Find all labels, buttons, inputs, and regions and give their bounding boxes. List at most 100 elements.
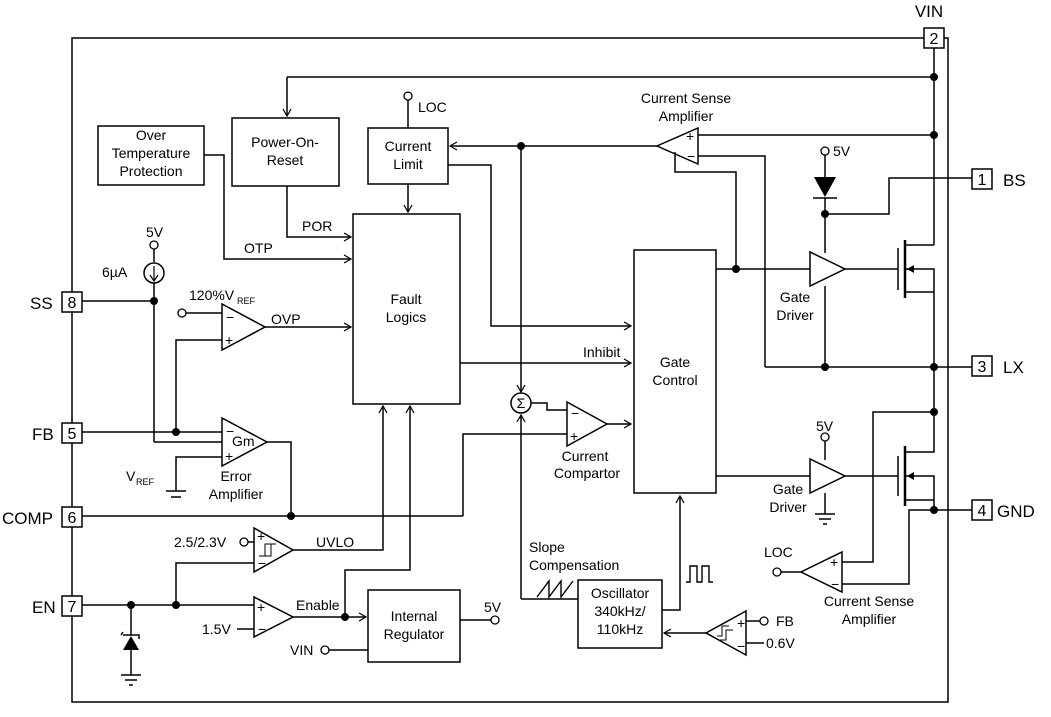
svg-text:Gate: Gate (773, 481, 804, 497)
fault-logics-block: Fault Logics (352, 213, 461, 405)
zener-diode (120, 605, 141, 686)
svg-text:−: − (831, 576, 839, 592)
ovp-comparator: − + 120%V REF OVP (175, 287, 351, 432)
svg-text:VIN: VIN (290, 642, 313, 658)
svg-text:6: 6 (68, 510, 77, 527)
svg-text:Amplifier: Amplifier (209, 486, 264, 502)
pin-en: 7 EN (32, 595, 83, 617)
svg-text:Temperature: Temperature (112, 145, 191, 161)
svg-text:5V: 5V (833, 143, 851, 159)
svg-text:POR: POR (302, 218, 332, 234)
svg-text:Internal: Internal (391, 608, 438, 624)
svg-text:5V: 5V (816, 418, 834, 434)
gate-driver-bottom: 5V Gate Driver (716, 418, 898, 525)
svg-text:Logics: Logics (386, 309, 426, 325)
over-temperature-protection-block: Over Temperature Protection (97, 125, 205, 186)
uvlo-comparator: + − 2.5/2.3V UVLO (174, 406, 383, 605)
svg-text:V: V (126, 468, 136, 484)
svg-text:Amplifier: Amplifier (842, 611, 897, 627)
oscillator-block: Oscillator 340kHz/ 110kHz (577, 496, 713, 649)
svg-text:OTP: OTP (244, 240, 273, 256)
bootstrap-diode: 5V (813, 143, 972, 253)
svg-text:+: + (225, 332, 233, 348)
svg-text:Over: Over (136, 127, 167, 143)
svg-text:1.5V: 1.5V (202, 621, 231, 637)
pin-bs: 1 BS (971, 168, 1026, 190)
svg-text:Slope: Slope (529, 539, 565, 555)
pin-lx: 3 LX (971, 355, 1024, 377)
svg-text:2: 2 (930, 31, 939, 48)
inhibit-wire: Inhibit (460, 344, 631, 363)
internal-regulator-block: Internal Regulator 5V VIN (290, 589, 502, 663)
svg-text:REF: REF (136, 477, 155, 487)
svg-text:6µA: 6µA (102, 264, 128, 280)
svg-text:−: − (258, 621, 266, 637)
svg-text:LOC: LOC (418, 99, 447, 115)
svg-text:1: 1 (978, 172, 987, 189)
svg-text:−: − (737, 638, 745, 654)
pin-comp: 6 COMP (2, 506, 83, 528)
slope-compensation: Slope Compensation (521, 539, 619, 600)
svg-text:+: + (257, 599, 265, 615)
svg-text:−: − (687, 148, 695, 164)
pin-ss: 8 SS (30, 291, 83, 313)
svg-text:Current: Current (562, 448, 609, 464)
svg-text:COMP: COMP (2, 509, 53, 528)
svg-text:GND: GND (997, 502, 1035, 521)
svg-text:SS: SS (30, 294, 53, 313)
svg-text:−: − (226, 423, 234, 439)
svg-text:Enable: Enable (296, 597, 340, 613)
svg-text:LX: LX (1003, 358, 1024, 377)
svg-text:+: + (257, 528, 265, 544)
summing-junction: Σ (510, 392, 567, 599)
svg-text:Power-On-: Power-On- (251, 134, 319, 150)
svg-text:REF: REF (237, 296, 256, 306)
svg-text:Control: Control (652, 372, 697, 388)
svg-text:+: + (737, 615, 745, 631)
svg-text:Current Sense: Current Sense (824, 593, 914, 609)
svg-text:2.5/2.3V: 2.5/2.3V (174, 534, 227, 550)
svg-text:Protection: Protection (119, 163, 182, 179)
svg-text:110kHz: 110kHz (597, 621, 643, 637)
svg-text:Driver: Driver (776, 307, 814, 323)
vin-rail (287, 48, 938, 245)
foldback-comparator: + − FB 0.6V (664, 609, 795, 657)
svg-text:Reset: Reset (267, 152, 304, 168)
lx-node (765, 363, 972, 371)
comp-wire (82, 433, 567, 520)
svg-text:5: 5 (68, 426, 77, 443)
pin-fb: 5 FB (32, 422, 83, 444)
svg-text:VIN: VIN (915, 2, 943, 21)
svg-text:Σ: Σ (517, 395, 526, 411)
svg-text:Compartor: Compartor (554, 465, 620, 481)
svg-text:+: + (830, 554, 838, 570)
svg-text:Gm: Gm (232, 433, 255, 449)
svg-text:Limit: Limit (393, 156, 423, 172)
svg-text:3: 3 (978, 359, 987, 376)
svg-text:Amplifier: Amplifier (659, 108, 714, 124)
pin-gnd: 4 GND (971, 499, 1035, 521)
gate-control-block: Gate Control (633, 249, 717, 494)
svg-text:−: − (226, 309, 234, 325)
svg-text:340kHz/: 340kHz/ (594, 603, 645, 619)
svg-text:OVP: OVP (271, 311, 301, 327)
error-amplifier: − + Gm V REF Error Amplifier (82, 416, 292, 516)
svg-text:Oscillator: Oscillator (591, 585, 650, 601)
svg-text:+: + (686, 128, 694, 144)
svg-text:Driver: Driver (769, 499, 807, 515)
svg-text:Gate: Gate (780, 289, 811, 305)
svg-text:120%V: 120%V (189, 287, 235, 303)
svg-text:Current: Current (385, 138, 432, 154)
high-side-mosfet (897, 240, 935, 412)
svg-text:UVLO: UVLO (316, 534, 354, 550)
svg-text:Error: Error (220, 468, 251, 484)
svg-text:EN: EN (32, 598, 56, 617)
current-sense-amplifier-top: + − Current Sense Amplifier (450, 90, 766, 392)
current-sense-amplifier-bottom: + − LOC Current Sense Amplifier (764, 411, 934, 627)
svg-text:+: + (225, 448, 233, 464)
otp-por-wires: OTP POR (204, 154, 351, 259)
svg-text:Current Sense: Current Sense (641, 90, 731, 106)
loc-input-top: LOC (403, 91, 447, 128)
power-on-reset-block: Power-On- Reset (231, 117, 340, 187)
